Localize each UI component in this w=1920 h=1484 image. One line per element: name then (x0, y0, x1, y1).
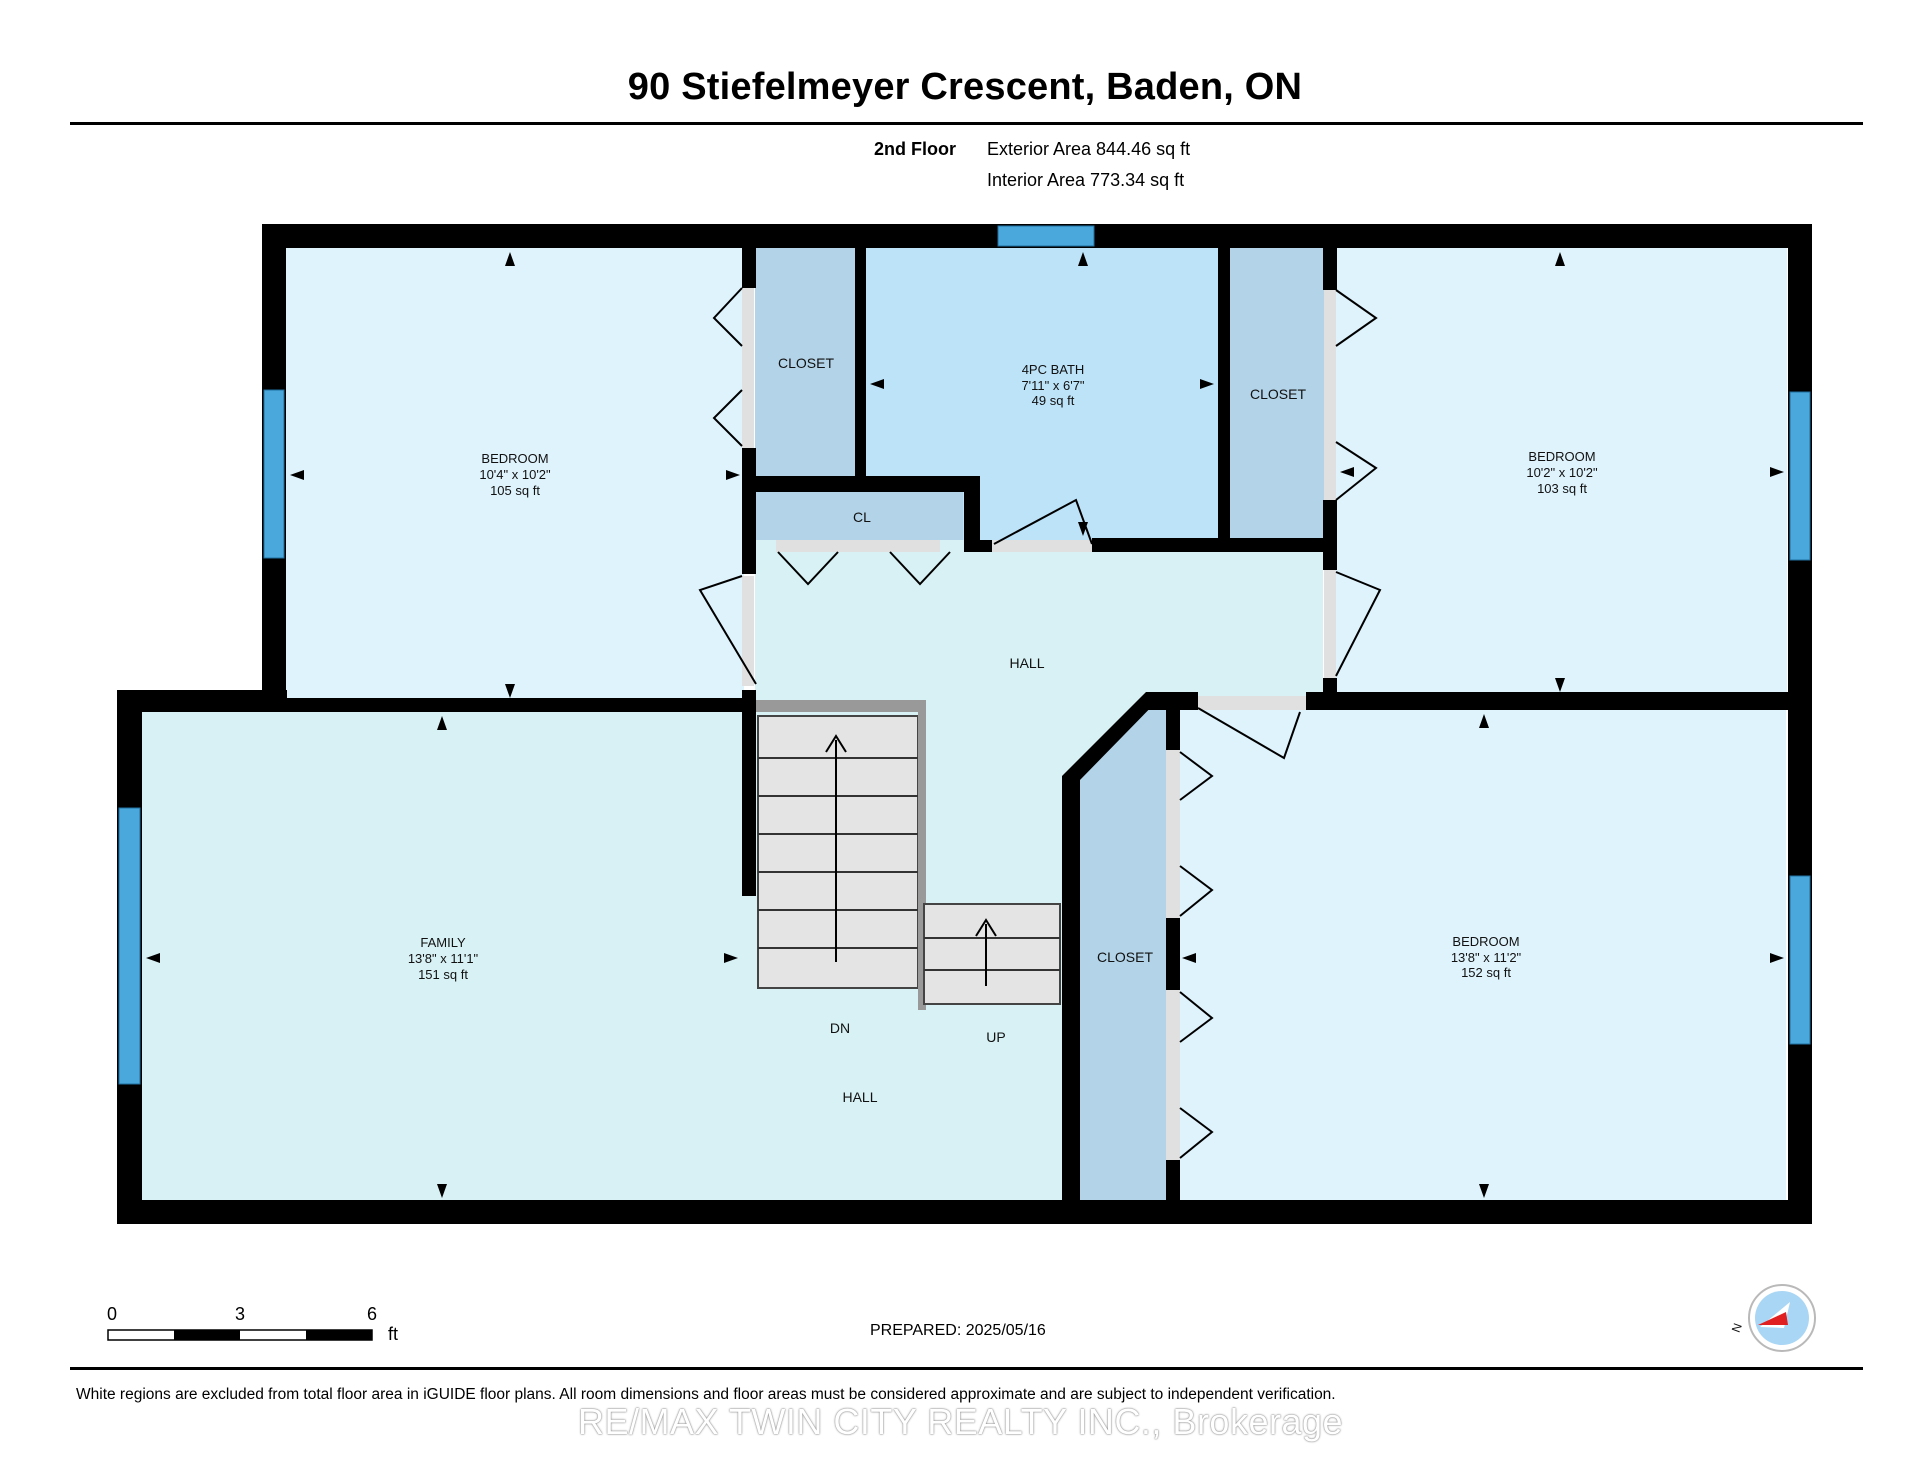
disclaimer-text: White regions are excluded from total fl… (76, 1386, 1336, 1403)
floor-label: 2nd Floor (874, 139, 956, 159)
scale-label-3: 3 (235, 1304, 245, 1324)
bedroom-se-fill (1178, 710, 1786, 1200)
closet-ne-name: CLOSET (1250, 386, 1306, 402)
closet-se-fill (1076, 706, 1166, 1200)
doors (698, 287, 1382, 1160)
scale-unit: ft (388, 1324, 398, 1344)
closet-ne-fill (1230, 248, 1324, 540)
bedroom-nw-dims: 10'4" x 10'2" (479, 467, 551, 482)
interior-area: Interior Area 773.34 sq ft (987, 170, 1185, 190)
compass-north-label: N (1729, 1321, 1745, 1334)
family-fill (142, 712, 742, 1200)
stairs-down (754, 700, 926, 1010)
closet-nw-fill (755, 248, 855, 476)
family-dims: 13'8" x 11'1" (408, 951, 479, 966)
prepared-date: PREPARED: 2025/05/16 (870, 1322, 1046, 1339)
stairs-up-label: UP (986, 1029, 1005, 1045)
closet-se-name: CLOSET (1097, 949, 1153, 965)
family-area: 151 sq ft (418, 967, 468, 982)
scale-bar: 0 3 6 ft (107, 1304, 398, 1344)
hall-lower-name: HALL (842, 1089, 877, 1105)
bath-dims: 7'11" x 6'7" (1021, 378, 1084, 393)
windows (118, 225, 1811, 1085)
bedroom-ne-dims: 10'2" x 10'2" (1526, 465, 1598, 480)
bedroom-nw-name: BEDROOM (481, 451, 548, 466)
brokerage-watermark: RE/MAX TWIN CITY REALTY INC., Brokerage (578, 1401, 1344, 1442)
linen-closet-name: CL (853, 509, 871, 525)
footer-divider (70, 1367, 1863, 1370)
closet-nw-name: CLOSET (778, 355, 834, 371)
bath-name: 4PC BATH (1022, 362, 1085, 377)
bedroom-ne-fill (1335, 248, 1787, 696)
title-divider (70, 122, 1863, 125)
scale-label-0: 0 (107, 1304, 117, 1324)
bedroom-ne-name: BEDROOM (1528, 449, 1595, 464)
bedroom-nw-fill (286, 248, 744, 702)
linen-closet-fill (755, 492, 963, 540)
bedroom-ne-area: 103 sq ft (1537, 481, 1587, 496)
bedroom-se-area: 152 sq ft (1461, 965, 1511, 980)
exterior-area: Exterior Area 844.46 sq ft (987, 139, 1191, 159)
bedroom-nw-area: 105 sq ft (490, 483, 540, 498)
bath-area: 49 sq ft (1032, 393, 1075, 408)
stairs-up (923, 903, 1061, 1005)
family-name: FAMILY (420, 935, 466, 950)
stairs-down-label: DN (830, 1020, 850, 1036)
compass-icon: N (1729, 1284, 1816, 1352)
scale-label-6: 6 (367, 1304, 377, 1324)
dimension-arrows (146, 252, 1784, 1198)
bedroom-se-name: BEDROOM (1452, 934, 1519, 949)
hall-upper-name: HALL (1009, 655, 1044, 671)
bedroom-se-dims: 13'8" x 11'2" (1451, 950, 1522, 965)
page-title: 90 Stiefelmeyer Crescent, Baden, ON (627, 66, 1303, 108)
